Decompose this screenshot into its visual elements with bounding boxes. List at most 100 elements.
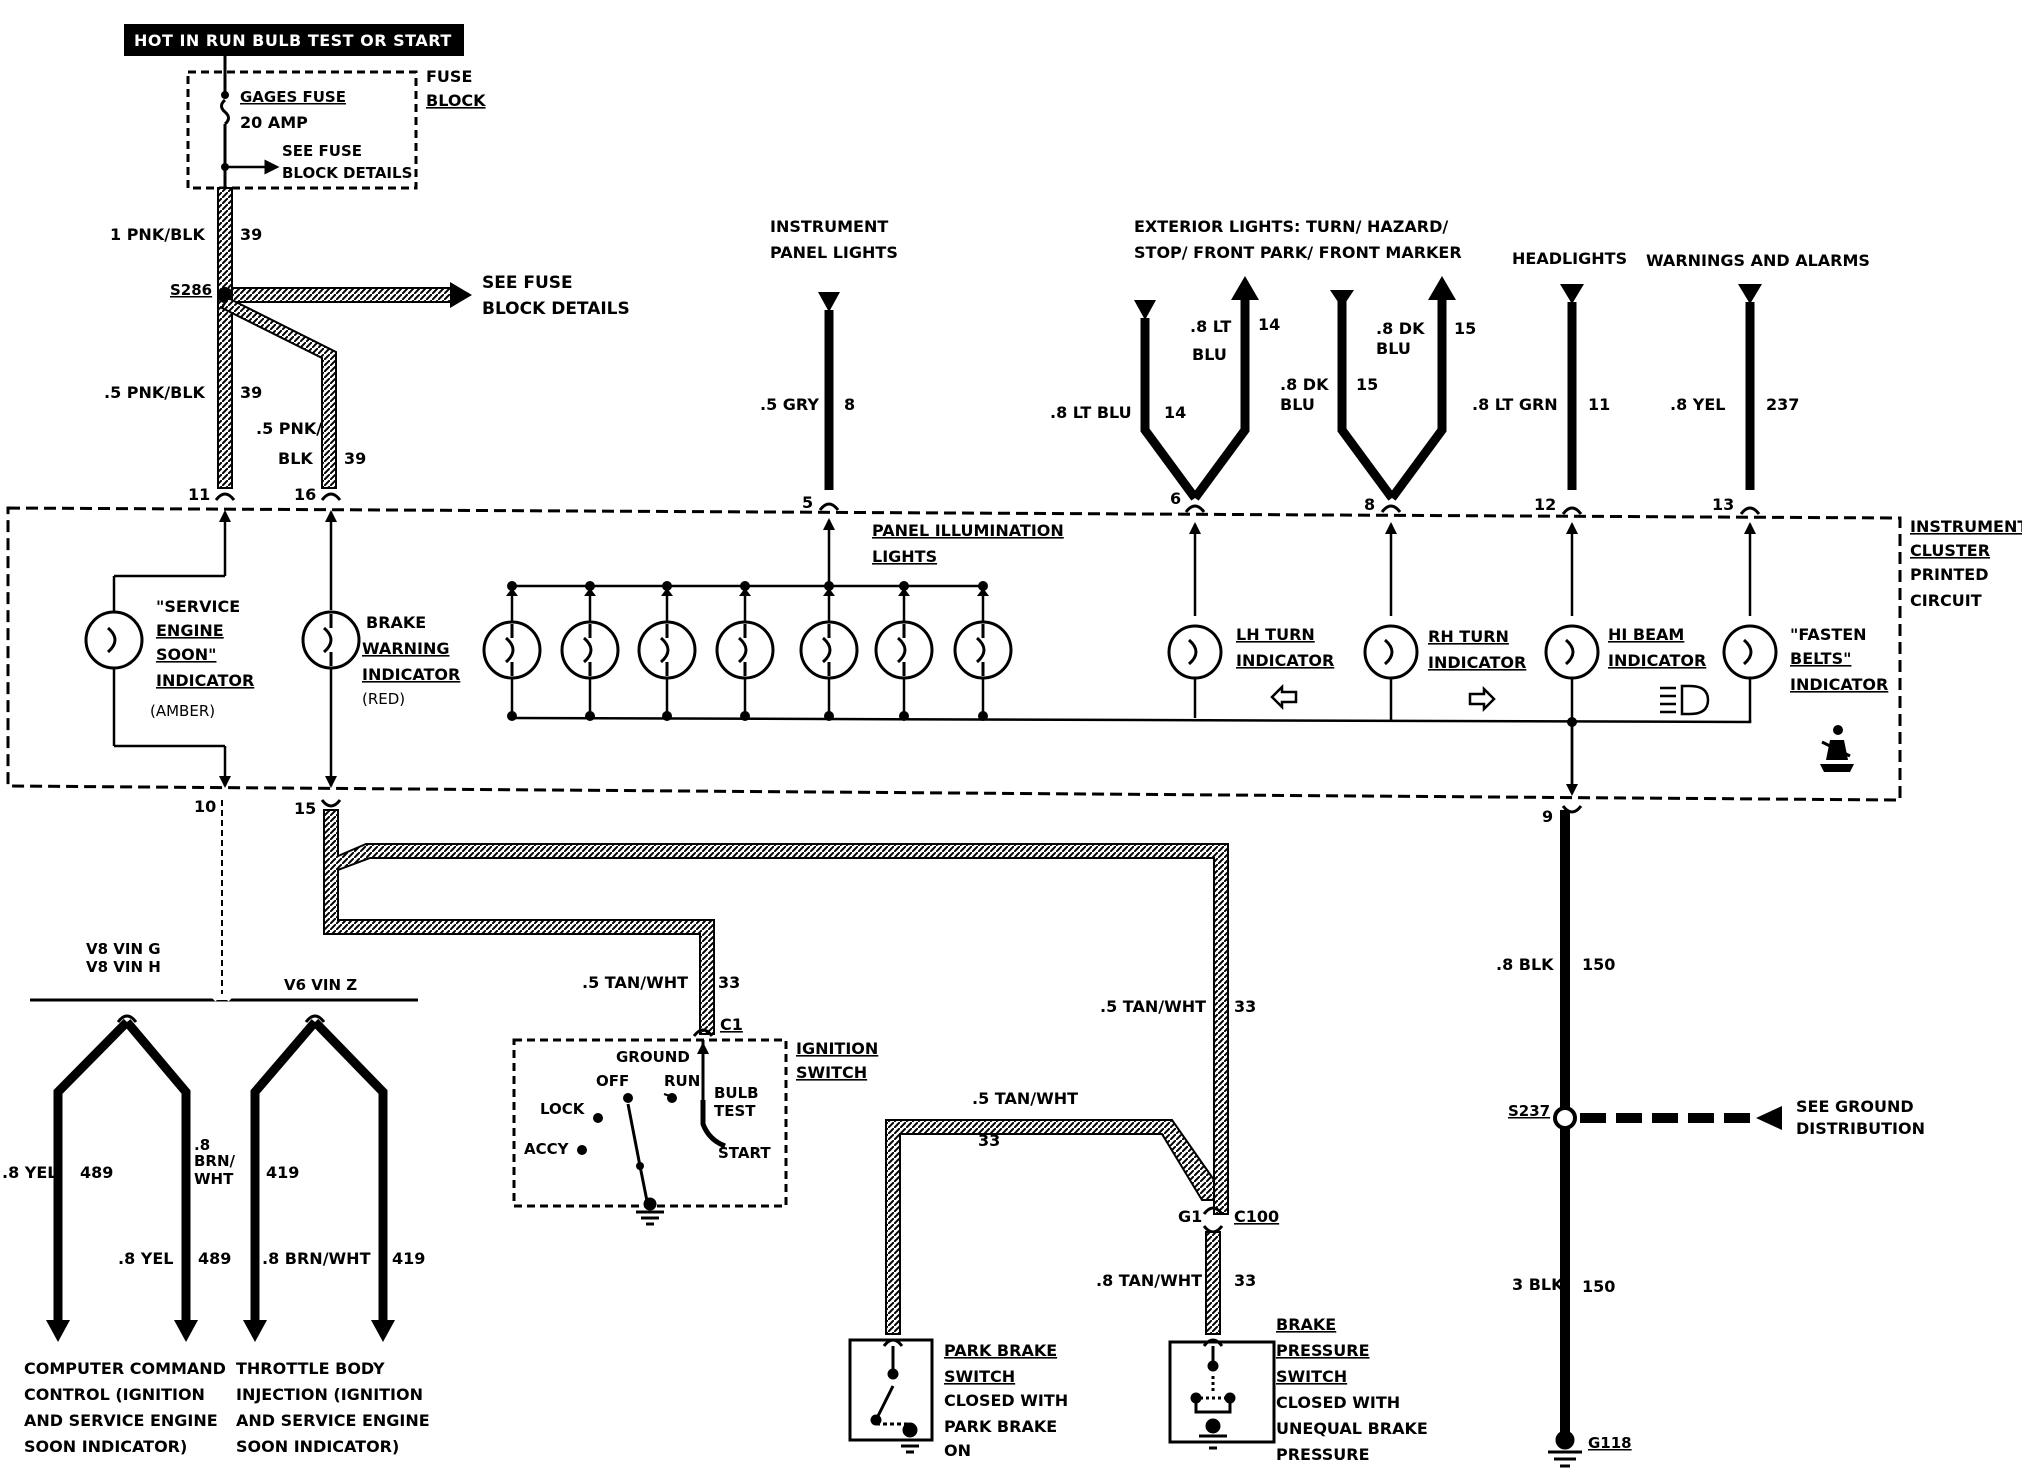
s237-ref-1: SEE GROUND [1796, 1097, 1914, 1116]
wire-tan-bottom-color: .8 TAN/WHT [1096, 1271, 1202, 1290]
tbi-label-3: AND SERVICE ENGINE [236, 1411, 430, 1430]
s237-ref-arrowhead [1756, 1106, 1782, 1130]
fuse-rating: 20 AMP [240, 113, 308, 132]
wire-blk8-circuit: 150 [1582, 955, 1615, 974]
park-brake-label-3: CLOSED WITH [944, 1391, 1068, 1410]
wire-blk3-color: 3 BLK [1512, 1275, 1564, 1294]
ignition-bulb-1: BULB [714, 1084, 759, 1102]
gry-arrowhead [818, 292, 840, 312]
pin-9: 9 [1542, 807, 1553, 826]
brake-pressure-label-4: CLOSED WITH [1276, 1393, 1400, 1412]
pin-6: 6 [1170, 489, 1181, 508]
ignition-lock: LOCK [540, 1100, 586, 1118]
park-brake-label-1: PARK BRAKE [944, 1341, 1057, 1360]
ignition-wiper-node [636, 1162, 644, 1170]
fasten-belts-label-3: INDICATOR [1790, 675, 1888, 694]
v6-yel-arrow [243, 1320, 267, 1342]
pin-5: 5 [802, 493, 813, 512]
ses-label-4: INDICATOR [156, 671, 254, 690]
hi-beam-label-2: INDICATOR [1608, 651, 1706, 670]
wire-ltblu-in-circuit: 14 [1164, 403, 1186, 422]
park-brake-contacts [870, 1346, 924, 1454]
s286-ref-arrowhead [450, 282, 472, 308]
wire-v6-brn [311, 1018, 388, 1320]
fuse-block-label-1: FUSE [426, 67, 472, 86]
ccc-label-3: AND SERVICE ENGINE [24, 1411, 218, 1430]
variant-bus-hump [212, 994, 232, 1002]
rh-turn-label-1: RH TURN [1428, 627, 1509, 646]
wire-tan-bottom [1205, 1231, 1221, 1335]
dest-warnings: WARNINGS AND ALARMS [1646, 251, 1870, 270]
internal-arrows [219, 510, 1756, 534]
wire-ltblu-in [1140, 318, 1199, 501]
internal-conductors [223, 512, 1752, 616]
fuse-element-icon [220, 98, 230, 126]
pin-16: 16 [294, 485, 316, 504]
tbi-label-1: THROTTLE BODY [236, 1359, 385, 1378]
brake-pressure-label-5: UNEQUAL BRAKE [1276, 1419, 1428, 1438]
cluster-ground-bus [511, 716, 1752, 724]
splice-s286-label: S286 [170, 281, 212, 299]
ignition-bulb-2: TEST [714, 1102, 756, 1120]
panel-illum-2: LIGHTS [872, 547, 937, 566]
connector-g1: G1 [1178, 1207, 1202, 1226]
wire-dkblu-in [1337, 300, 1396, 501]
ses-label-3: SOON" [156, 645, 216, 664]
wire-dkblu-out-1: .8 DK [1376, 319, 1425, 338]
v8-pin [116, 1014, 138, 1023]
wire-dkblu-out [1388, 296, 1447, 501]
ltgrn-arrowhead [1560, 284, 1584, 304]
g118-ground-icon [1548, 1430, 1582, 1468]
ignition-run: RUN [664, 1072, 700, 1090]
wire-blk3-circuit: 150 [1582, 1277, 1615, 1296]
pin-9-arrow [1566, 784, 1578, 796]
wire-dkblu-out-circuit: 15 [1454, 319, 1476, 338]
pin-15: 15 [294, 799, 316, 818]
fuse-block-box [186, 70, 418, 190]
left-arrow-icon [1270, 683, 1298, 711]
ses-label-1: "SERVICE [156, 597, 240, 616]
yel-arrowhead [1738, 284, 1762, 304]
top-pins [214, 492, 1761, 515]
ses-pin-arrow [219, 776, 231, 788]
ground-bus-node [1567, 717, 1577, 727]
panel-illumination-bulbs [482, 581, 1013, 721]
wire-brn-top-1: .8 [194, 1136, 210, 1154]
park-brake-pin [882, 1338, 904, 1347]
variant-v8-2: V8 VIN H [86, 958, 161, 976]
lh-turn-label-1: LH TURN [1236, 625, 1315, 644]
high-beam-icon [1660, 684, 1710, 716]
fuse-ref-1: SEE FUSE [282, 142, 362, 160]
panel-illumination-bulb [482, 581, 542, 721]
connector-c100: C100 [1234, 1207, 1279, 1226]
wire-ltgrn-circuit: 11 [1588, 395, 1610, 414]
wire-yel-left-color: .8 YEL [2, 1163, 58, 1182]
brake-pin-arrow [325, 776, 337, 788]
v6-brn-arrow [371, 1320, 395, 1342]
s286-ref-1: SEE FUSE [482, 273, 573, 293]
brake-pressure-pin [1202, 1338, 1224, 1347]
panel-illumination-bulb [874, 581, 934, 721]
dkblu-in-arrowhead [1330, 290, 1354, 308]
wire-ltblu-out [1191, 296, 1250, 501]
ccc-label-1: COMPUTER COMMAND [24, 1359, 226, 1378]
wire-yel-mid-color: .8 YEL [118, 1249, 174, 1268]
park-brake-label-2: SWITCH [944, 1367, 1015, 1386]
c1-pin [692, 1028, 714, 1037]
wire-yel-circuit: 237 [1766, 395, 1799, 414]
ignition-wiper [626, 1103, 642, 1167]
fuse-ref-2: BLOCK DETAILS [282, 164, 412, 182]
dkblu-out-arrowhead [1428, 276, 1456, 300]
cluster-label-1: INSTRUMENT [1910, 517, 2022, 536]
fasten-belts-label-1: "FASTEN [1790, 625, 1867, 644]
wire-1-color: 1 PNK/BLK [110, 225, 205, 244]
wire-3-color-2: BLK [278, 449, 313, 468]
brake-pressure-label-2: PRESSURE [1276, 1341, 1370, 1360]
brake-filament [322, 614, 333, 666]
wire-v8-yel [53, 1018, 131, 1320]
right-arrow-icon [1468, 685, 1496, 713]
fuse-block-label-2: BLOCK [426, 91, 486, 110]
brake-color: (RED) [362, 690, 405, 708]
v6-pin [304, 1014, 326, 1023]
